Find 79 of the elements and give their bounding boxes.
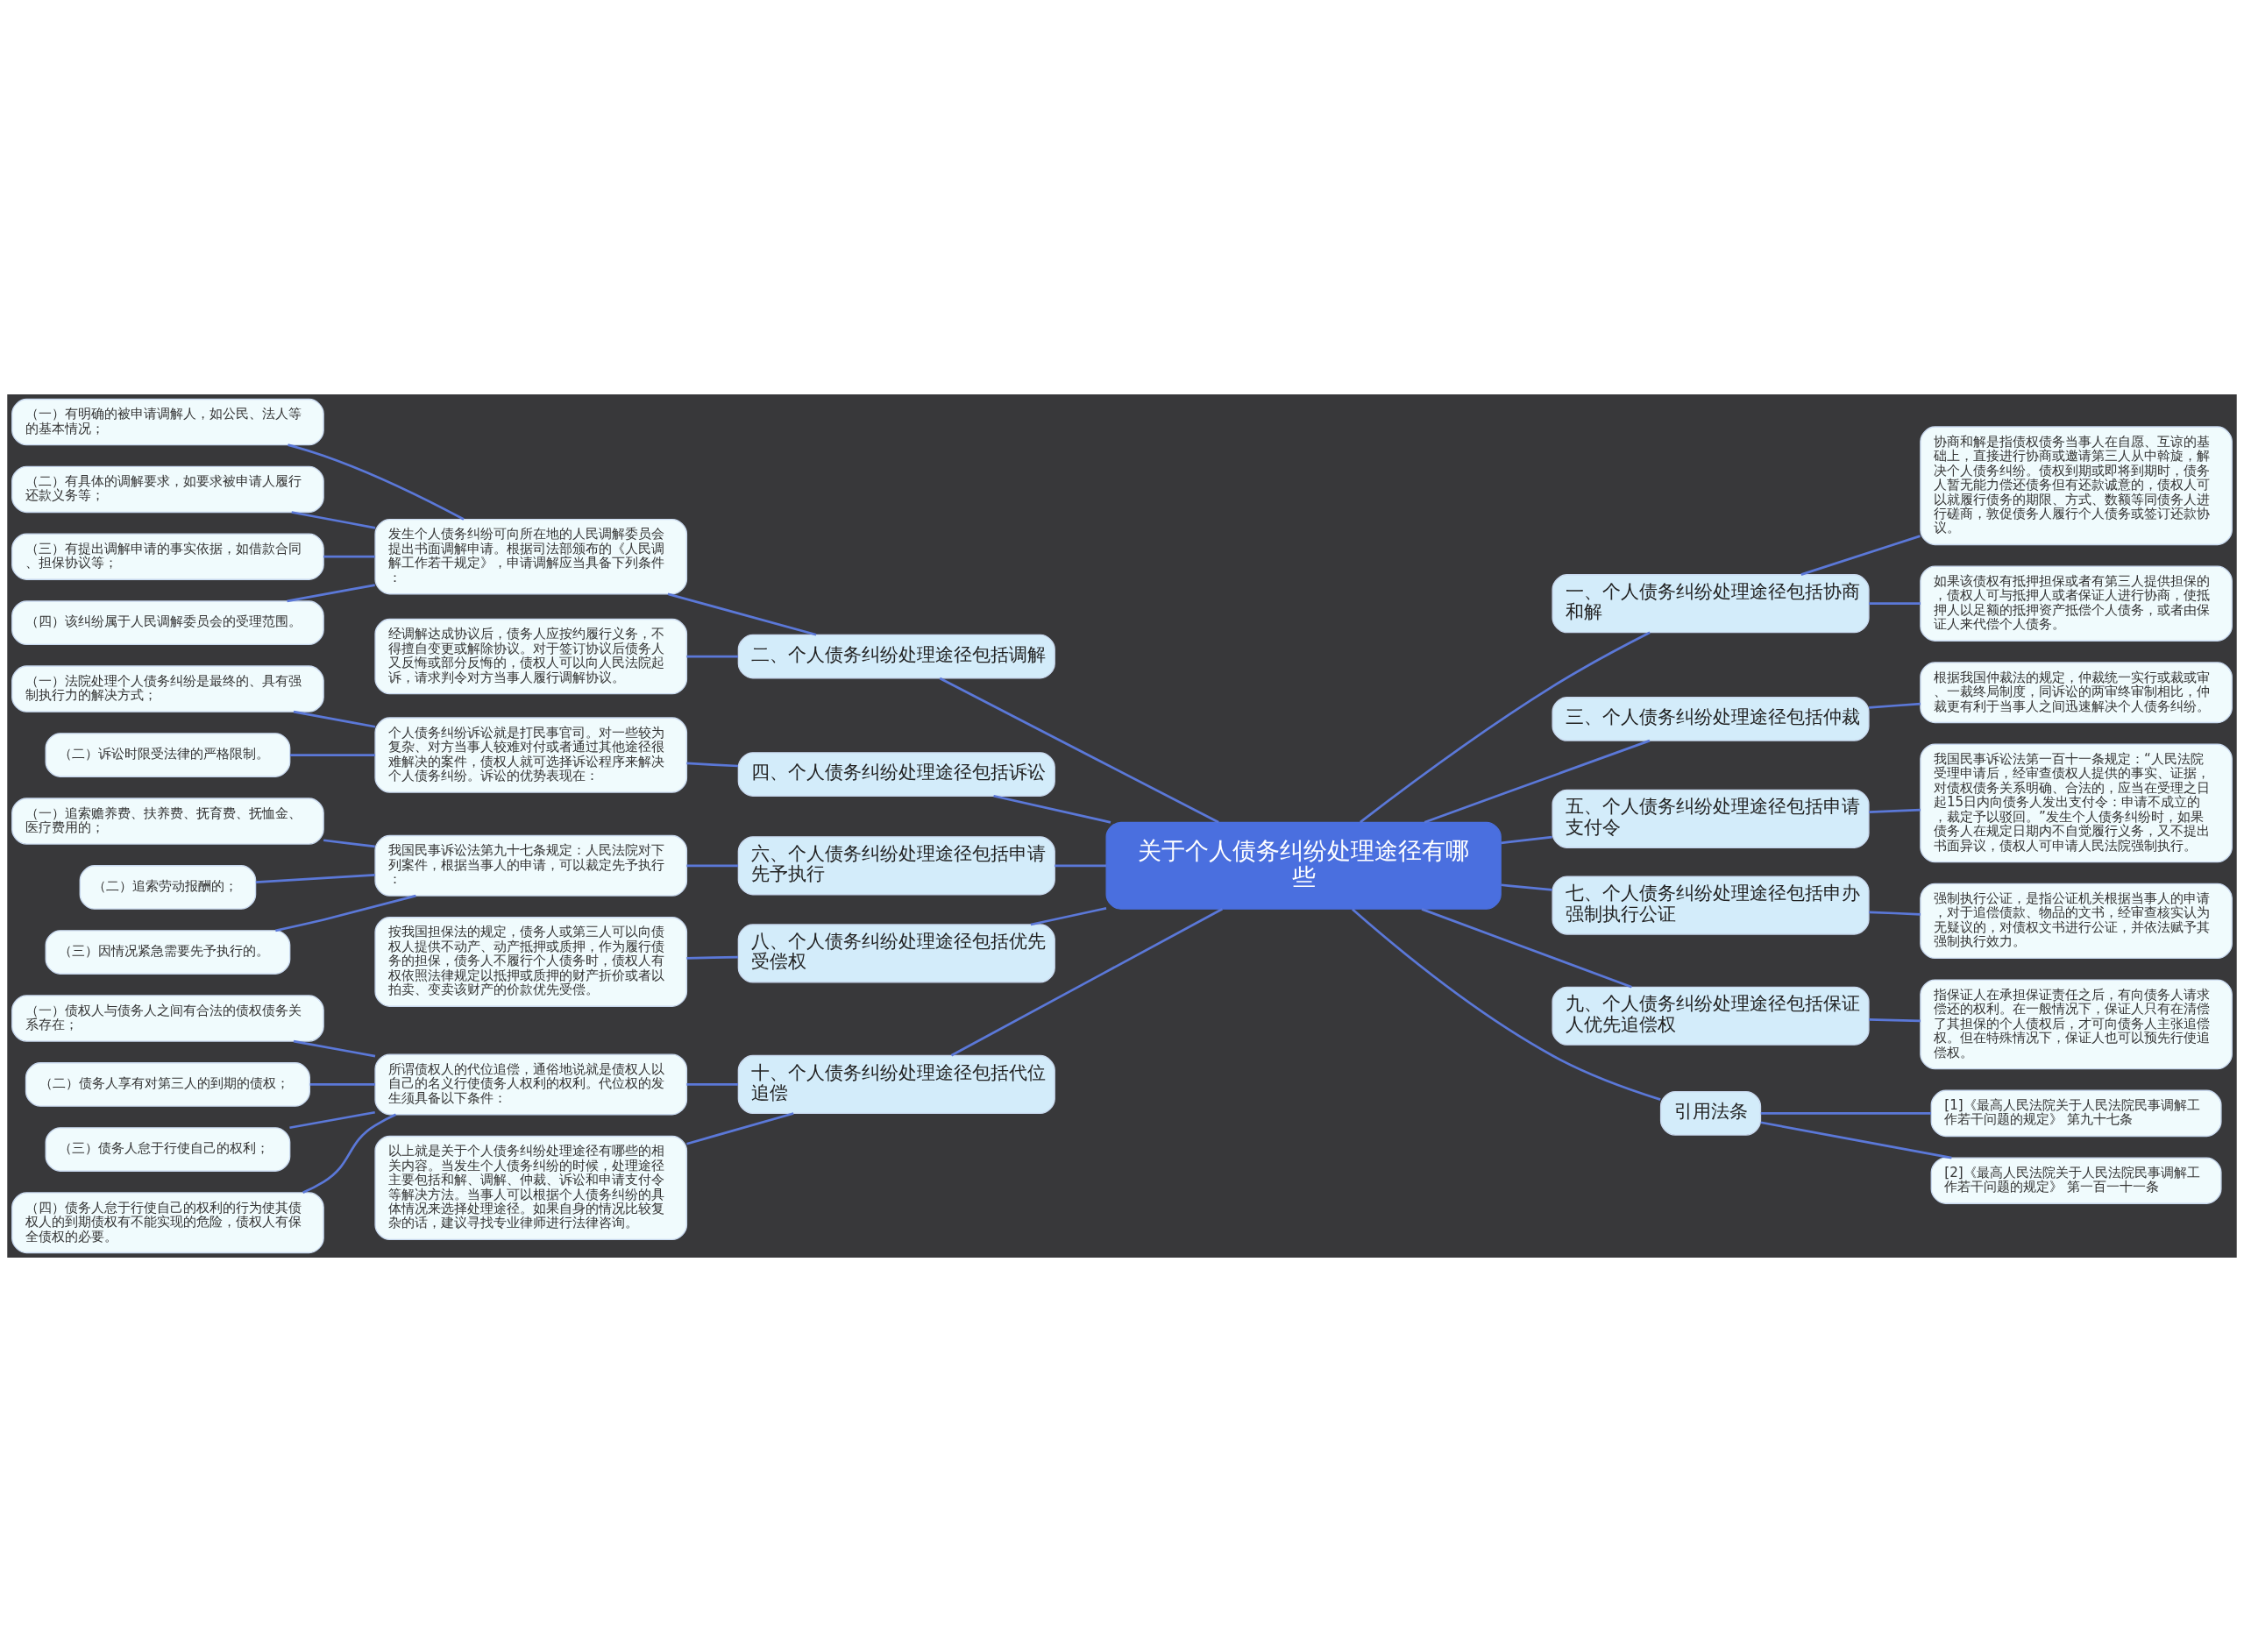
node-box: [1]《最高人民法院关于人民法院民事调解工作若干问题的规定》 第九十七条 bbox=[1930, 1089, 2222, 1138]
connector bbox=[1030, 907, 1107, 926]
node-box: 五、个人债务纠纷处理途径包括申请支付令 bbox=[1552, 789, 1870, 848]
node-box: 四、个人债务纠纷处理途径包括诉讼 bbox=[737, 752, 1055, 797]
node-box: （四）债务人怠于行使自己的权利的行为使其债权人的到期债权有不能实现的危险，债权人有保全债权的必要。 bbox=[11, 1192, 324, 1254]
connector bbox=[1501, 883, 1552, 891]
node-box: 指保证人在承担保证责任之后，有向债务人请求偿还的权利。在一般情况下，保证人只有在清偿了其担保的个人债权后，才可向债务人主张追偿权。但在特殊情况下，保证人也可以预先行使追偿权。 bbox=[1920, 979, 2233, 1070]
connector bbox=[288, 443, 465, 521]
connector bbox=[293, 710, 376, 728]
connector bbox=[1424, 739, 1651, 824]
node-box: [2]《最高人民法院关于人民法院民事调解工作若干问题的规定》 第一百一十一条 bbox=[1930, 1157, 2222, 1204]
node-box: （二）诉讼时限受法律的严格限制。 bbox=[45, 733, 291, 777]
connector bbox=[289, 1110, 375, 1130]
node-box: 按我国担保法的规定，债务人或第三人可以向债权人提供不动产、动产抵押或质押，作为履行债务的担保，债务人不履行个人债务时，债权人有权依照法律规定以抵押或质押的财产折价或者以拍卖、变卖该财产的价款优先受偿。 bbox=[374, 917, 688, 1007]
connector bbox=[302, 1113, 397, 1195]
node-box: （一）有明确的被申请调解人，如公民、法人等的基本情况； bbox=[11, 398, 324, 446]
connector bbox=[667, 592, 817, 636]
connector bbox=[1760, 1121, 1952, 1159]
connector bbox=[993, 794, 1111, 824]
connector bbox=[1800, 535, 1921, 576]
node-box: 所谓债权人的代位追偿，通俗地说就是债权人以自己的名义行使债务人权利的权利。代位权的发生须具备以下条件： bbox=[374, 1053, 688, 1116]
node-box: 经调解达成协议后，债务人应按约履行义务，不得擅自变更或解除协议。对于签订协议后债务人又反悔或部分反悔的，债权人可以向人民法院起诉，请求判令对方当事人履行调解协议。 bbox=[374, 618, 688, 695]
node-box: （二）有具体的调解要求，如要求被申请人履行还款义务等； bbox=[11, 465, 324, 514]
node-box: 六、个人债务纠纷处理途径包括申请先予执行 bbox=[737, 836, 1055, 896]
connector bbox=[323, 555, 375, 558]
node-box: 我国民事诉讼法第九十七条规定：人民法院对下列案件，根据当事人的申请，可以裁定先予执行： bbox=[374, 834, 688, 897]
connector bbox=[293, 1039, 376, 1058]
node-box: （二）追索劳动报酬的； bbox=[79, 865, 257, 910]
connector bbox=[1760, 1112, 1931, 1115]
connector bbox=[686, 762, 739, 768]
node-box: 根据我国仲裁法的规定，仲裁统一实行或裁或审、一裁终局制度，同诉讼的两审终审制相比，仲裁更有利于当事人之间迅速解决个人债务纠纷。 bbox=[1920, 662, 2233, 724]
connector bbox=[686, 655, 738, 658]
node-box: （四）该纠纷属于人民调解委员会的受理范围。 bbox=[11, 600, 324, 646]
node-box: 九、个人债务纠纷处理途径包括保证人优先追偿权 bbox=[1552, 986, 1870, 1046]
connector bbox=[1421, 908, 1632, 989]
node-box: 十、个人债务纠纷处理途径包括代位追偿 bbox=[737, 1054, 1055, 1115]
node-box: （一）法院处理个人债务纠纷是最终的、具有强制执行力的解决方式； bbox=[11, 665, 324, 713]
connector bbox=[309, 1083, 375, 1086]
connector bbox=[291, 511, 376, 529]
node-box: 一、个人债务纠纷处理途径包括协商和解 bbox=[1552, 574, 1870, 634]
node-box: 三、个人债务纠纷处理途径包括仲裁 bbox=[1552, 697, 1870, 741]
connector bbox=[323, 839, 375, 848]
connector bbox=[950, 908, 1223, 1057]
node-box: 八、个人债务纠纷处理途径包括优先受偿权 bbox=[737, 924, 1055, 983]
connector bbox=[290, 754, 375, 756]
connector bbox=[686, 955, 738, 960]
node-box: 七、个人债务纠纷处理途径包括申办强制执行公证 bbox=[1552, 876, 1870, 935]
connector bbox=[1869, 702, 1921, 709]
node-box: 关于个人债务纠纷处理途径有哪些 bbox=[1105, 821, 1502, 910]
connector bbox=[1055, 864, 1106, 868]
connector bbox=[1869, 1018, 1921, 1023]
connector bbox=[686, 864, 738, 868]
connector bbox=[1501, 835, 1552, 845]
connector bbox=[1869, 911, 1921, 916]
node-box: 二、个人债务纠纷处理途径包括调解 bbox=[737, 634, 1055, 679]
connector bbox=[287, 584, 375, 603]
node-box: 我国民事诉讼法第一百十一条规定：“人民法院受理申请后，经审查债权人提供的事实、证据，对债权债务关系明确、合法的，应当在受理之日起15日内向债务人发出支付令：申请不成立的，裁定予以驳回。”发生个人债务纠纷时，如果债务人在规定日期内不自觉履行义务，又不提出书面异议，债权人可申请人民法院强制执行。 bbox=[1920, 743, 2233, 863]
node-box: 以上就是关于个人债务纠纷处理途径有哪些的相关内容。当发生个人债务纠纷的时候，处理途径主要包括和解、调解、仲裁、诉讼和申请支付令等解决方法。当事人可以根据个人债务纠纷的具体情况来选择处理途径。如果自身的情况比较复杂的话，建议寻找专业律师进行法律咨询。 bbox=[374, 1135, 688, 1241]
node-box: （三）因情况紧急需要先予执行的。 bbox=[45, 930, 291, 975]
node-box: 引用法条 bbox=[1659, 1091, 1762, 1136]
node-box: 协商和解是指债权债务当事人在自愿、互谅的基础上，直接进行协商或邀请第三人从中斡旋，解决个人债务纠纷。债权到期或即将到期时，债务人暂无能力偿还债务但有还款诚意的，债权人可以就履行债务的期限、方式、数额等同债务人进行磋商，敦促债务人履行个人债务或签订还款协议。 bbox=[1920, 426, 2233, 546]
node-box: 发生个人债务纠纷可向所在地的人民调解委员会提出书面调解申请。根据司法部颁布的《人民调解工作若干规定》，申请调解应当具备下列条件： bbox=[374, 519, 688, 595]
node-box: （一）追索赡养费、扶养费、抚育费、抚恤金、医疗费用的； bbox=[11, 798, 324, 845]
node-box: 个人债务纠纷诉讼就是打民事官司。对一些较为复杂、对方当事人较难对付或者通过其他途径很难解决的案件，债权人就可选择诉讼程序来解决个人债务纠纷。诉讼的优势表现在： bbox=[374, 717, 688, 793]
node-box: （三）有提出调解申请的事实依据，如借款合同、担保协议等； bbox=[11, 533, 324, 580]
node-box: （二）债务人享有对第三人的到期的债权； bbox=[25, 1062, 310, 1107]
node-box: 强制执行公证，是指公证机关根据当事人的申请，对于追偿债款、物品的文书，经审查核实认为无疑议的，对债权文书进行公证，并依法赋予其强制执行效力。 bbox=[1920, 883, 2233, 960]
connector bbox=[255, 874, 375, 883]
connector bbox=[686, 1112, 794, 1145]
connector bbox=[1869, 808, 1921, 813]
connector bbox=[1869, 602, 1921, 606]
connector bbox=[275, 894, 416, 932]
connector bbox=[939, 677, 1219, 824]
node-box: 如果该债权有抵押担保或者有第三人提供担保的，债权人可与抵押人或者保证人进行协商，使抵押人以足额的抵押资产抵偿个人债务，或者由保证人来代偿个人债务。 bbox=[1920, 565, 2233, 642]
node-box: （一）债权人与债务人之间有合法的债权债务关系存在； bbox=[11, 995, 324, 1042]
connector bbox=[1352, 908, 1661, 1101]
node-box: （三）债务人怠于行使自己的权利； bbox=[45, 1127, 291, 1172]
connector bbox=[1360, 631, 1651, 824]
connector bbox=[686, 1083, 738, 1086]
